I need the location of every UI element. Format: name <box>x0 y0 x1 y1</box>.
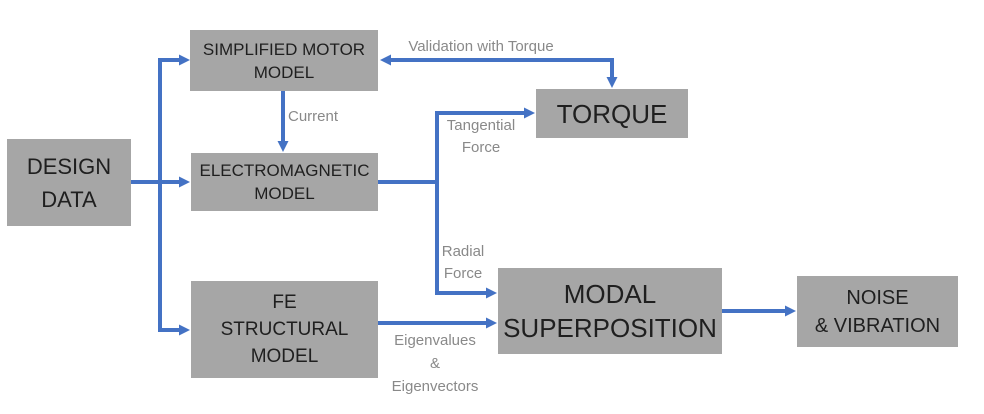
edge-label-validation: Validation with Torque <box>408 38 554 55</box>
box-fe-structural-model: FE STRUCTURAL MODEL <box>191 281 378 378</box>
box-label-line: MODEL <box>250 346 319 367</box>
edge-tangential-force <box>435 111 525 182</box>
box-label-line: ELECTROMAGNETIC <box>199 161 370 180</box>
edge-validation <box>391 58 614 78</box>
box-label-line: NOISE <box>846 286 909 309</box>
box-label-line: DESIGN <box>26 153 112 179</box>
box-label-line: FE <box>272 292 297 313</box>
arrowhead <box>277 141 289 152</box>
edge-design-to-fe <box>158 182 180 332</box>
arrowhead <box>380 54 391 66</box>
edge-label-radial-force: Radial Force <box>441 243 485 282</box>
box-label-line: DATA <box>41 186 97 212</box>
box-label-line: & VIBRATION <box>814 314 941 337</box>
arrowhead <box>524 107 535 119</box>
box-label-line: STRUCTURAL <box>220 319 349 340</box>
box-noise-vibration: NOISE & VIBRATION <box>797 276 958 347</box>
edge-label-current: Current <box>288 108 339 125</box>
arrowhead <box>486 317 497 329</box>
box-label-line: SUPERPOSITION <box>503 313 717 343</box>
edge-label-tangential-force: Tangential Force <box>446 117 516 156</box>
box-label-line: TORQUE <box>556 98 668 129</box>
edge-label-eigen: Eigenvalues & Eigenvectors <box>391 332 479 395</box>
arrowhead <box>785 305 796 317</box>
arrowhead <box>179 324 190 336</box>
box-label-line: SIMPLIFIED MOTOR <box>202 39 366 59</box>
edge-design-to-simplified <box>158 58 180 182</box>
box-design-data: DESIGN DATA <box>7 139 131 226</box>
box-label-line: MODEL <box>254 184 315 203</box>
box-electromagnetic-model: ELECTROMAGNETIC MODEL <box>191 153 378 211</box>
box-label-line: MODEL <box>253 62 315 82</box>
arrowhead <box>179 176 190 188</box>
box-torque: TORQUE <box>536 89 688 138</box>
edge-radial-force <box>435 182 487 295</box>
arrowhead <box>179 54 190 66</box>
arrowhead <box>606 77 618 88</box>
box-modal-superposition: MODAL SUPERPOSITION <box>498 268 722 354</box>
box-label-line: MODAL <box>563 279 657 309</box>
box-simplified-motor-model: SIMPLIFIED MOTOR MODEL <box>190 30 378 91</box>
arrowhead <box>486 287 497 299</box>
